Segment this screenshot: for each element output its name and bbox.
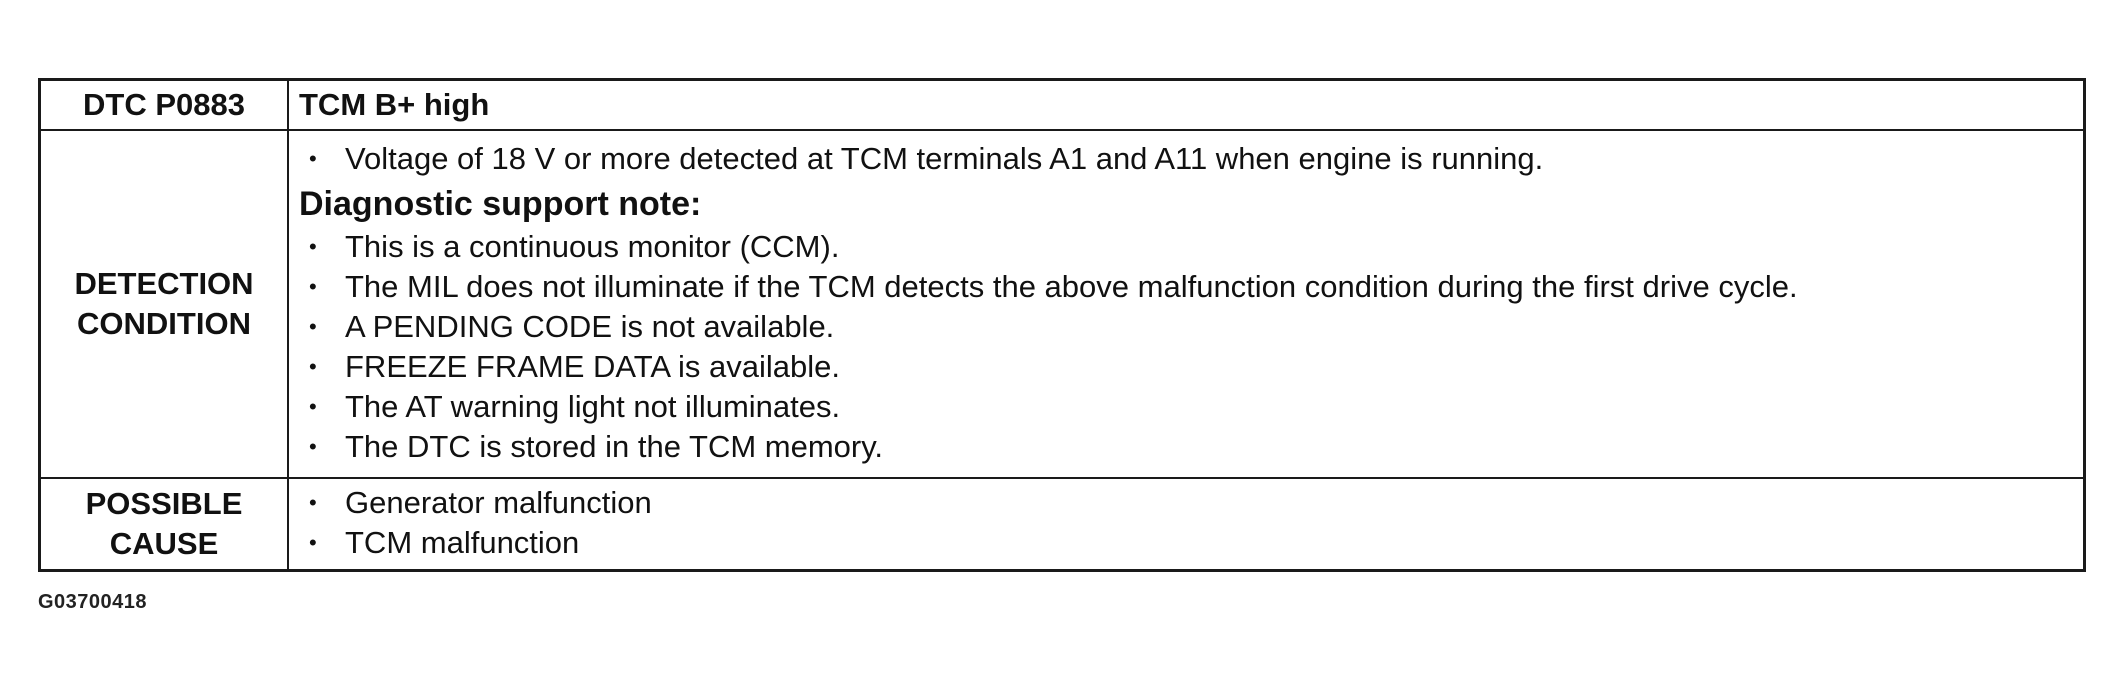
bullet-icon: • — [309, 394, 317, 419]
possible-cause-list: • Generator malfunction • TCM malfunction — [299, 483, 2083, 563]
list-item: • Voltage of 18 V or more detected at TCM… — [299, 139, 2083, 179]
possible-cause-content: • Generator malfunction • TCM malfunction — [287, 477, 2086, 572]
list-item-text: This is a continuous monitor (CCM). — [345, 229, 840, 264]
bullet-icon: • — [309, 274, 317, 299]
figure-id: G03700418 — [38, 591, 148, 613]
list-item-text: The AT warning light not illuminates. — [345, 389, 841, 424]
detection-label-line1: DETECTION — [74, 266, 254, 301]
bullet-icon: • — [309, 234, 317, 259]
list-item: • This is a continuous monitor (CCM). — [299, 227, 2083, 267]
detection-label-line2: CONDITION — [77, 306, 251, 341]
list-item: • The DTC is stored in the TCM memory. — [299, 427, 2083, 467]
possible-cause-label-line2: CAUSE — [109, 526, 219, 561]
list-item: • Generator malfunction — [299, 483, 2083, 523]
possible-cause-label-line1: POSSIBLE — [85, 486, 243, 521]
list-item-text: A PENDING CODE is not available. — [345, 309, 835, 344]
detection-condition-label: DETECTION CONDITION — [38, 129, 289, 479]
list-item-text: FREEZE FRAME DATA is available. — [345, 349, 840, 384]
bullet-icon: • — [309, 434, 317, 459]
bullet-icon: • — [309, 490, 317, 515]
bullet-icon: • — [309, 354, 317, 379]
list-item: • FREEZE FRAME DATA is available. — [299, 347, 2083, 387]
detection-condition-row: DETECTION CONDITION • Voltage of 18 V or … — [38, 129, 2086, 479]
list-item-text: The DTC is stored in the TCM memory. — [345, 429, 884, 464]
bullet-icon: • — [309, 530, 317, 555]
list-item: • TCM malfunction — [299, 523, 2083, 563]
list-item-text: The MIL does not illuminate if the TCM d… — [345, 269, 1798, 304]
list-item-text: Voltage of 18 V or more detected at TCM … — [345, 141, 1544, 176]
list-item: • The AT warning light not illuminates. — [299, 387, 2083, 427]
possible-cause-label: POSSIBLE CAUSE — [38, 477, 289, 572]
list-item: • A PENDING CODE is not available. — [299, 307, 2083, 347]
bullet-icon: • — [309, 314, 317, 339]
list-item-text: Generator malfunction — [345, 485, 652, 520]
support-note-list: • This is a continuous monitor (CCM). • Th… — [299, 227, 2083, 467]
dtc-title: TCM B+ high — [287, 78, 2086, 131]
detection-top-list: • Voltage of 18 V or more detected at TCM… — [299, 139, 2083, 179]
list-item: • The MIL does not illuminate if the TCM … — [299, 267, 2083, 307]
bullet-icon: • — [309, 146, 317, 171]
dtc-table: DTC P0883 TCM B+ high DETECTION CONDITIO… — [38, 78, 2086, 572]
detection-condition-content: • Voltage of 18 V or more detected at TCM… — [287, 129, 2086, 479]
possible-cause-row: POSSIBLE CAUSE • Generator malfunction • T… — [38, 477, 2086, 572]
support-note-heading: Diagnostic support note: — [299, 185, 702, 223]
header-row: DTC P0883 TCM B+ high — [38, 78, 2086, 131]
list-item-text: TCM malfunction — [345, 525, 580, 560]
dtc-code: DTC P0883 — [38, 78, 289, 131]
